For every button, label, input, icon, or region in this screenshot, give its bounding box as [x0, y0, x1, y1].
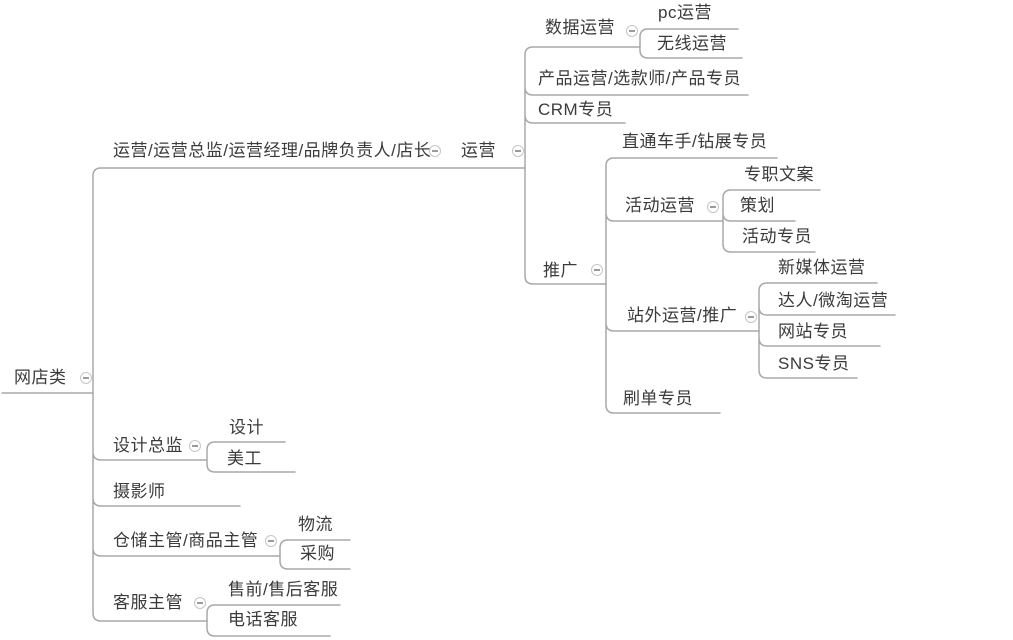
collapse-icon-activity-ops[interactable]	[707, 201, 719, 213]
node-purchasing[interactable]: 采购	[300, 544, 335, 563]
node-offsite-ops[interactable]: 站外运营/推广	[627, 306, 738, 325]
collapse-icon-data-ops[interactable]	[626, 25, 638, 37]
node-activity-specialist[interactable]: 活动专员	[742, 227, 812, 246]
connector-promotion-children	[605, 157, 778, 414]
node-activity-ops[interactable]: 活动运营	[625, 196, 695, 215]
collapse-icon-cs-manager[interactable]	[194, 597, 206, 609]
node-planner[interactable]: 策划	[740, 196, 775, 215]
node-cs-manager[interactable]: 客服主管	[113, 593, 183, 612]
node-daren-weitao-ops[interactable]: 达人/微淘运营	[778, 291, 889, 310]
node-design[interactable]: 设计	[229, 418, 264, 437]
node-ops-group[interactable]: 运营/运营总监/运营经理/品牌负责人/店长	[113, 141, 432, 160]
node-data-ops[interactable]: 数据运营	[545, 18, 615, 37]
node-crm-specialist[interactable]: CRM专员	[538, 100, 614, 119]
node-order-brushing-specialist[interactable]: 刷单专员	[623, 389, 693, 408]
node-phone-cs[interactable]: 电话客服	[228, 610, 298, 629]
node-art-designer[interactable]: 美工	[227, 449, 262, 468]
collapse-icon-ops[interactable]	[512, 145, 524, 157]
connector-warehouse-children	[279, 539, 351, 570]
connector-ops-children	[524, 46, 749, 285]
node-ztc-specialist[interactable]: 直通车手/钻展专员	[622, 132, 768, 151]
collapse-icon-warehouse-manager[interactable]	[265, 535, 277, 547]
node-warehouse-manager[interactable]: 仓储主管/商品主管	[113, 531, 259, 550]
node-wireless-ops[interactable]: 无线运营	[657, 34, 727, 53]
node-sns-specialist[interactable]: SNS专员	[778, 354, 850, 373]
collapse-icon-root[interactable]	[80, 372, 92, 384]
connector-cs-children	[206, 604, 341, 637]
collapse-icon-offsite-ops[interactable]	[745, 311, 757, 323]
node-promotion[interactable]: 推广	[543, 261, 578, 280]
node-website-specialist[interactable]: 网站专员	[778, 322, 848, 341]
node-product-ops[interactable]: 产品运营/选款师/产品专员	[538, 69, 741, 88]
collapse-icon-promotion[interactable]	[591, 264, 603, 276]
node-design-director[interactable]: 设计总监	[113, 436, 183, 455]
connector-design-director-children	[206, 441, 296, 473]
connector-offsite-ops-children	[758, 282, 896, 379]
connector-data-ops-children	[639, 28, 743, 59]
node-presale-aftersale-cs[interactable]: 售前/售后客服	[228, 580, 339, 599]
collapse-icon-ops-group[interactable]	[429, 145, 441, 157]
node-ops[interactable]: 运营	[461, 141, 496, 160]
node-copywriter[interactable]: 专职文案	[744, 165, 814, 184]
node-logistics[interactable]: 物流	[298, 515, 333, 534]
collapse-icon-design-director[interactable]	[189, 440, 201, 452]
connector-activity-ops-children	[722, 189, 821, 253]
node-pc-ops[interactable]: pc运营	[658, 3, 712, 22]
connector-root	[1, 167, 526, 622]
node-photographer[interactable]: 摄影师	[113, 482, 166, 501]
node-new-media-ops[interactable]: 新媒体运营	[778, 258, 866, 277]
node-root[interactable]: 网店类	[14, 368, 67, 387]
